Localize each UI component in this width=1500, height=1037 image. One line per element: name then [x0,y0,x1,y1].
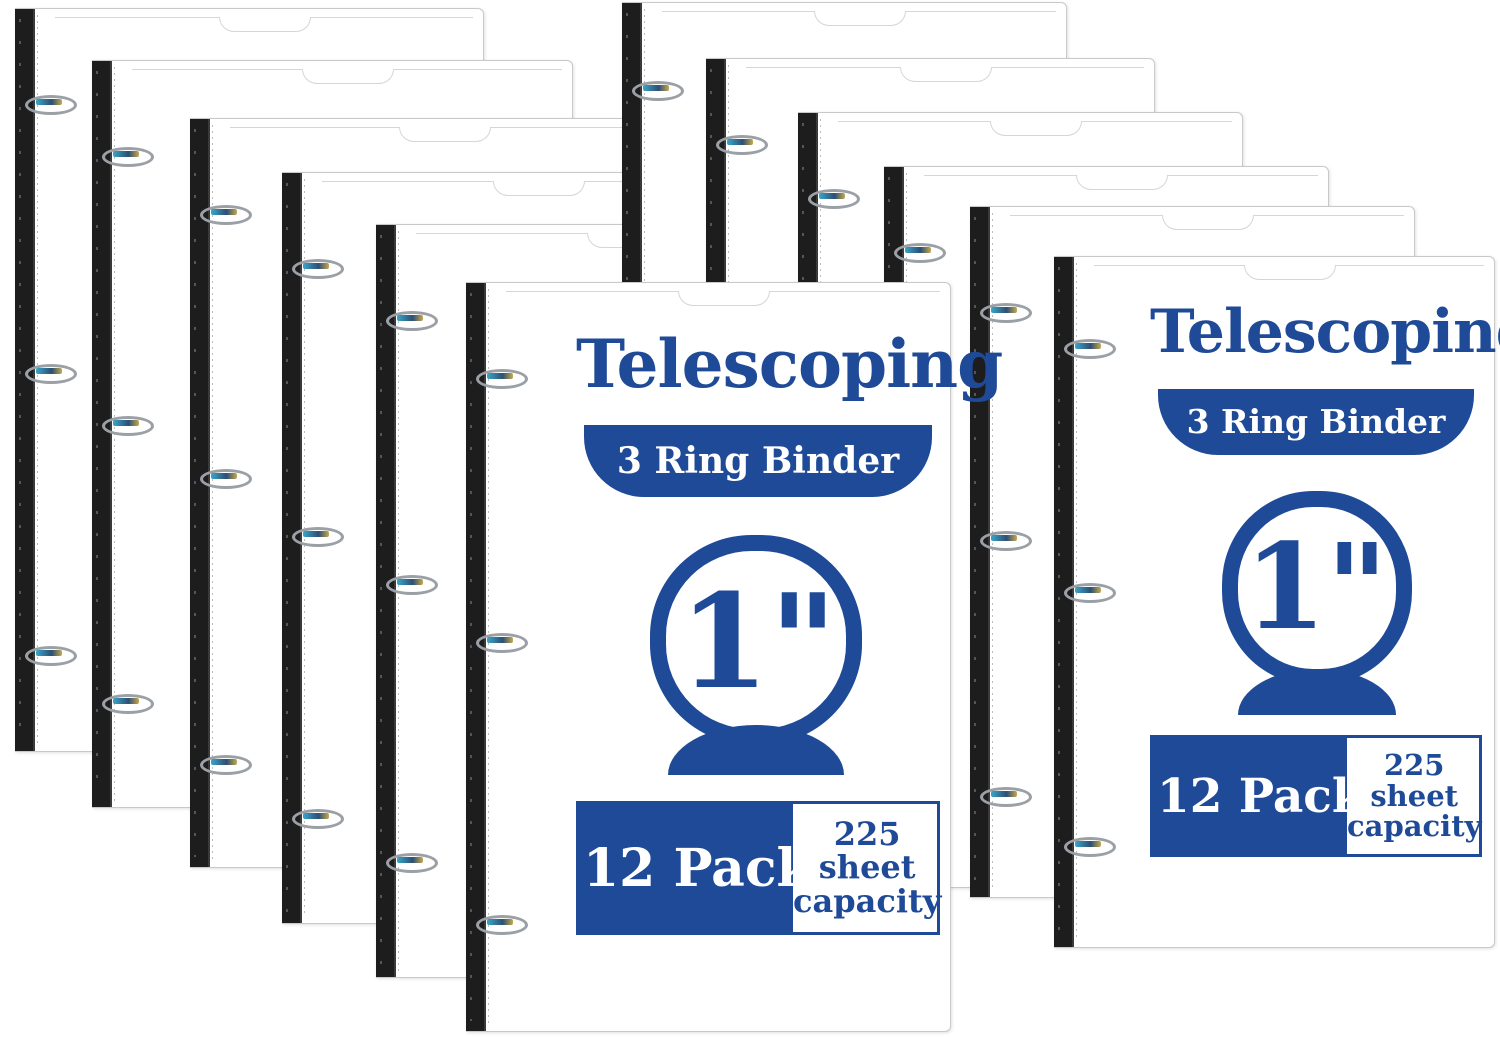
binder-pocket [662,11,1056,40]
binder-ring [25,95,77,115]
binder-spine [466,283,489,1031]
cover-subtitle: 3 Ring Binder [616,440,900,482]
binder-pocket [132,69,562,98]
size-label: 1" [1244,517,1388,656]
binder-pocket [322,181,754,210]
binder-pocket [230,127,658,156]
binder-ring [200,469,252,489]
binder-ring [386,853,438,873]
binder-ring [1064,339,1116,359]
binder-spine [282,173,305,923]
binder-ring [632,81,684,101]
binder-pocket [55,17,473,46]
binder-ring [200,205,252,225]
binder-ring [292,809,344,829]
binder-pocket [506,291,940,320]
binder-cover-art: Telescoping 3 Ring Binder 1" 12 Pack 225… [1150,297,1500,867]
size-dome-base [1238,669,1396,715]
size-dome-base [668,725,844,775]
size-label: 1" [678,565,838,718]
binder-spine [1054,257,1077,947]
cover-subtitle-band: 3 Ring Binder [584,425,932,497]
binder-ring [386,311,438,331]
binder-ring [102,694,154,714]
binder-ring [102,416,154,436]
binder-ring [292,259,344,279]
binder-cover-art: Telescoping 3 Ring Binder 1" 12 Pack 225… [576,325,1003,943]
binder-ring [292,527,344,547]
pack-label: 12 Pack [1153,738,1364,854]
binder-ring [1064,837,1116,857]
binder-ring [1064,583,1116,603]
binder-spine [376,225,399,977]
binder-ring [25,364,77,384]
binder-ring [980,303,1032,323]
binder-pocket [924,175,1318,204]
binder-ring [476,369,528,389]
binder-ring [200,755,252,775]
cover-title: Telescoping [1150,297,1500,367]
binder-spine [190,119,213,867]
binder-ring [476,633,528,653]
cover-title: Telescoping [576,325,1003,403]
binder-pocket [1094,265,1484,294]
binder-ring [980,787,1032,807]
capacity-line-2: capacity [793,881,942,920]
binder-front-right: Telescoping 3 Ring Binder 1" 12 Pack 225… [1054,256,1500,948]
binder-pocket [1010,215,1404,244]
binder-front-left: Telescoping 3 Ring Binder 1" 12 Pack 225… [466,282,1003,1032]
binder-ring [980,531,1032,551]
capacity-line-1: 225 sheet [1370,748,1459,813]
capacity-line-2: capacity [1347,809,1482,844]
binder-spine [92,61,115,807]
binder-ring [102,147,154,167]
capacity-text: 225 sheet capacity [793,804,941,932]
binder-ring [386,575,438,595]
binder-ring [808,189,860,209]
binder-spine [970,207,993,897]
cover-subtitle-band: 3 Ring Binder [1158,389,1474,455]
pack-info-box: 12 Pack 225 sheet capacity [1150,735,1482,857]
binder-ring [476,915,528,935]
pack-info-box: 12 Pack 225 sheet capacity [576,801,941,935]
binder-ring [716,135,768,155]
binder-ring [894,243,946,263]
binder-pocket [838,121,1232,150]
capacity-text: 225 sheet capacity [1347,738,1481,854]
binder-pocket [746,67,1144,96]
pack-label: 12 Pack [579,804,813,932]
capacity-line-1: 225 sheet [818,814,916,887]
cover-subtitle: 3 Ring Binder [1186,402,1446,441]
binder-ring [25,646,77,666]
